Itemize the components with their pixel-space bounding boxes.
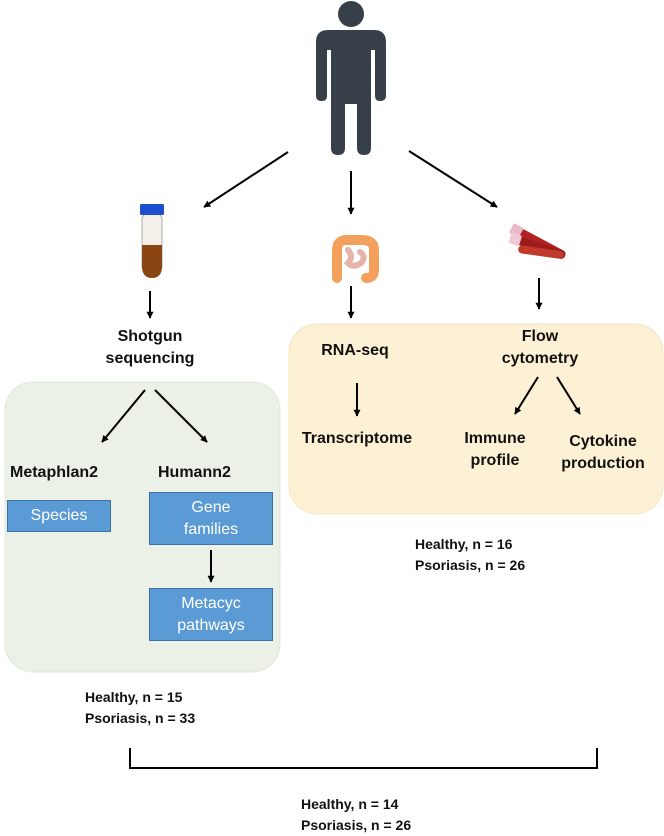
metaphlan-label: Metaphlan2 [10,464,99,481]
sample-tube-icon [140,204,164,278]
rnaseq-label: RNA-seq [321,342,389,359]
cytokine-production-label: Cytokine production [548,431,658,475]
bottom-bracket [129,748,598,769]
blood-tubes-icon [508,223,566,259]
shotgun-psoriasis-count: Psoriasis, n = 33 [85,710,196,726]
rnaseq-flow-panel [288,323,664,515]
shotgun-line2: sequencing [105,350,195,367]
arrow-shotgun-to-humann [154,389,208,443]
person-icon [316,1,386,155]
gene-families-line2: families [183,521,239,538]
shotgun-sequencing-label: Shotgun sequencing [95,326,205,370]
immune-line2: profile [470,452,520,469]
immune-profile-label: Immune profile [445,428,545,472]
humann-label: Humann2 [158,464,231,481]
cytokine-line2: production [561,455,645,472]
cytokine-line1: Cytokine [569,433,637,450]
shotgun-counts: Healthy, n = 15 Psoriasis, n = 33 [85,687,195,729]
arrow-shotgun-to-metaphlan [101,389,146,443]
immune-line1: Immune [464,430,526,447]
flow-line2: cytometry [501,350,579,367]
intestine-icon [332,235,379,283]
metacyc-pathways-box: Metacyc pathways [149,588,273,641]
overall-healthy-count: Healthy, n = 14 [301,796,399,812]
arrow-person-to-blood [408,150,498,208]
arrow-person-to-tube [203,151,289,208]
rna-flow-healthy-count: Healthy, n = 16 [415,536,513,552]
metacyc-line1: Metacyc [181,595,241,612]
shotgun-healthy-count: Healthy, n = 15 [85,689,183,705]
overall-psoriasis-count: Psoriasis, n = 26 [301,817,412,833]
species-box: Species [7,500,111,532]
gene-families-line1: Gene [191,499,231,516]
gene-families-box: Gene families [149,492,273,545]
flow-cytometry-label: Flow cytometry [490,326,590,370]
arrow-flow-to-immune [514,376,539,415]
rna-flow-counts: Healthy, n = 16 Psoriasis, n = 26 [415,534,525,576]
overall-counts: Healthy, n = 14 Psoriasis, n = 26 [301,794,411,836]
rna-flow-psoriasis-count: Psoriasis, n = 26 [415,557,526,573]
flow-line1: Flow [521,328,559,345]
metacyc-line2: pathways [177,617,245,634]
shotgun-line1: Shotgun [117,328,183,345]
transcriptome-label: Transcriptome [301,430,413,447]
arrow-flow-to-cytokine [556,376,581,415]
